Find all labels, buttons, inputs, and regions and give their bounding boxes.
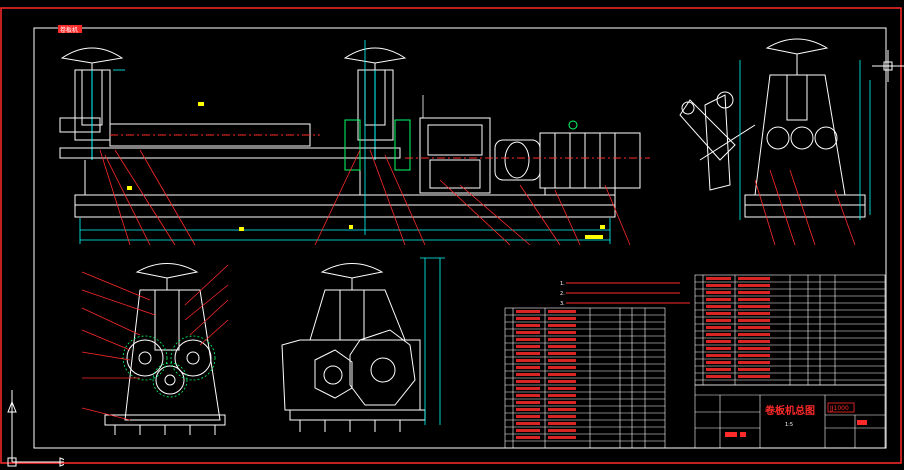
table-cell-text bbox=[548, 373, 576, 376]
table-cell-text bbox=[738, 368, 770, 371]
table-cell-text bbox=[548, 317, 576, 320]
table-cell-text bbox=[706, 326, 731, 329]
table-cell-text bbox=[516, 429, 540, 432]
table-cell-text bbox=[548, 331, 576, 334]
table-cell-text bbox=[738, 284, 770, 287]
front-view-markers bbox=[127, 102, 605, 239]
table-cell-text bbox=[548, 338, 576, 341]
table-cell-text bbox=[738, 354, 770, 357]
table-cell-text bbox=[548, 310, 576, 313]
drawing-outer-frame bbox=[0, 7, 902, 464]
table-cell-text bbox=[516, 352, 540, 355]
table-cell-text bbox=[738, 298, 770, 301]
table-cell-text bbox=[706, 291, 731, 294]
side-view-leaders bbox=[754, 169, 856, 246]
parts-list-left bbox=[504, 307, 666, 449]
parts-list-right bbox=[694, 274, 886, 386]
front-view bbox=[59, 47, 650, 218]
side-view bbox=[679, 38, 866, 218]
table-cell-text bbox=[706, 312, 731, 315]
table-cell-text bbox=[516, 331, 540, 334]
table-cell-text bbox=[548, 366, 576, 369]
drawing-number: JJ1000 bbox=[829, 405, 849, 412]
table-cell-text bbox=[738, 312, 770, 315]
ucs-axis-icon bbox=[7, 390, 64, 467]
table-cell-text bbox=[516, 408, 540, 411]
drawing-title: 卷板机总图 bbox=[764, 404, 815, 417]
table-cell-text bbox=[548, 387, 576, 390]
table-cell-text bbox=[548, 394, 576, 397]
front-view-leaders bbox=[99, 95, 631, 246]
table-cell-text bbox=[706, 333, 731, 336]
table-cell-text bbox=[548, 422, 576, 425]
table-cell-text bbox=[548, 324, 576, 327]
table-cell-text bbox=[548, 352, 576, 355]
table-cell-text bbox=[516, 394, 540, 397]
table-cell-text bbox=[516, 366, 540, 369]
table-cell-text bbox=[738, 277, 770, 280]
table-cell-text bbox=[516, 338, 540, 341]
table-cell-text bbox=[516, 436, 540, 439]
table-cell-text bbox=[738, 340, 770, 343]
table-cell-text bbox=[706, 354, 731, 357]
table-cell-text bbox=[516, 317, 540, 320]
table-cell-text bbox=[516, 415, 540, 418]
drawing-inner-frame bbox=[33, 27, 887, 449]
table-cell-text bbox=[706, 368, 731, 371]
table-cell-text bbox=[738, 305, 770, 308]
side-view-dimensions bbox=[739, 60, 871, 220]
table-cell-text bbox=[548, 415, 576, 418]
drawing-number-box bbox=[827, 402, 855, 413]
table-cell-text bbox=[516, 310, 540, 313]
table-cell-text bbox=[548, 359, 576, 362]
section-view-left bbox=[104, 263, 226, 435]
technical-notes: 1. 2. 3. bbox=[560, 281, 690, 307]
table-cell-text bbox=[706, 361, 731, 364]
section-view-right bbox=[281, 263, 426, 432]
table-cell-text bbox=[706, 298, 731, 301]
note-3: 3. bbox=[560, 301, 565, 307]
note-1: 1. bbox=[560, 281, 565, 287]
table-cell-text bbox=[516, 422, 540, 425]
table-cell-text bbox=[706, 277, 731, 280]
tag-box bbox=[58, 25, 82, 33]
table-cell-text bbox=[706, 375, 731, 378]
table-cell-text bbox=[706, 319, 731, 322]
drawing-scale: 1:5 bbox=[785, 422, 793, 428]
table-cell-text bbox=[548, 380, 576, 383]
table-cell-text bbox=[738, 361, 770, 364]
table-cell-text bbox=[706, 305, 731, 308]
table-cell-text bbox=[738, 326, 770, 329]
table-cell-text bbox=[516, 359, 540, 362]
table-cell-text bbox=[548, 436, 576, 439]
table-cell-text bbox=[516, 401, 540, 404]
table-cell-text bbox=[516, 324, 540, 327]
title-block bbox=[694, 384, 886, 449]
table-cell-text bbox=[516, 380, 540, 383]
section-view-left-gears bbox=[122, 335, 216, 398]
table-cell-text bbox=[548, 401, 576, 404]
crosshair-cursor-icon bbox=[872, 50, 904, 82]
table-cell-text bbox=[706, 284, 731, 287]
table-cell-text bbox=[548, 408, 576, 411]
front-view-dimensions bbox=[79, 40, 611, 244]
table-cell-text bbox=[706, 340, 731, 343]
table-cell-text bbox=[516, 373, 540, 376]
tag-box-label: 卷板机 bbox=[60, 26, 78, 34]
table-cell-text bbox=[738, 333, 770, 336]
table-cell-text bbox=[516, 345, 540, 348]
section-view-left-leaders bbox=[81, 264, 229, 421]
table-cell-text bbox=[548, 429, 576, 432]
titleblock-markers bbox=[725, 420, 867, 437]
table-cell-text bbox=[706, 347, 731, 350]
table-cell-text bbox=[738, 291, 770, 294]
table-cell-text bbox=[516, 387, 540, 390]
table-cell-text bbox=[738, 375, 770, 378]
table-cell-text bbox=[738, 347, 770, 350]
section-view-right-dimensions bbox=[420, 257, 445, 425]
note-2: 2. bbox=[560, 291, 565, 297]
table-cell-text bbox=[738, 319, 770, 322]
table-cell-text bbox=[548, 345, 576, 348]
